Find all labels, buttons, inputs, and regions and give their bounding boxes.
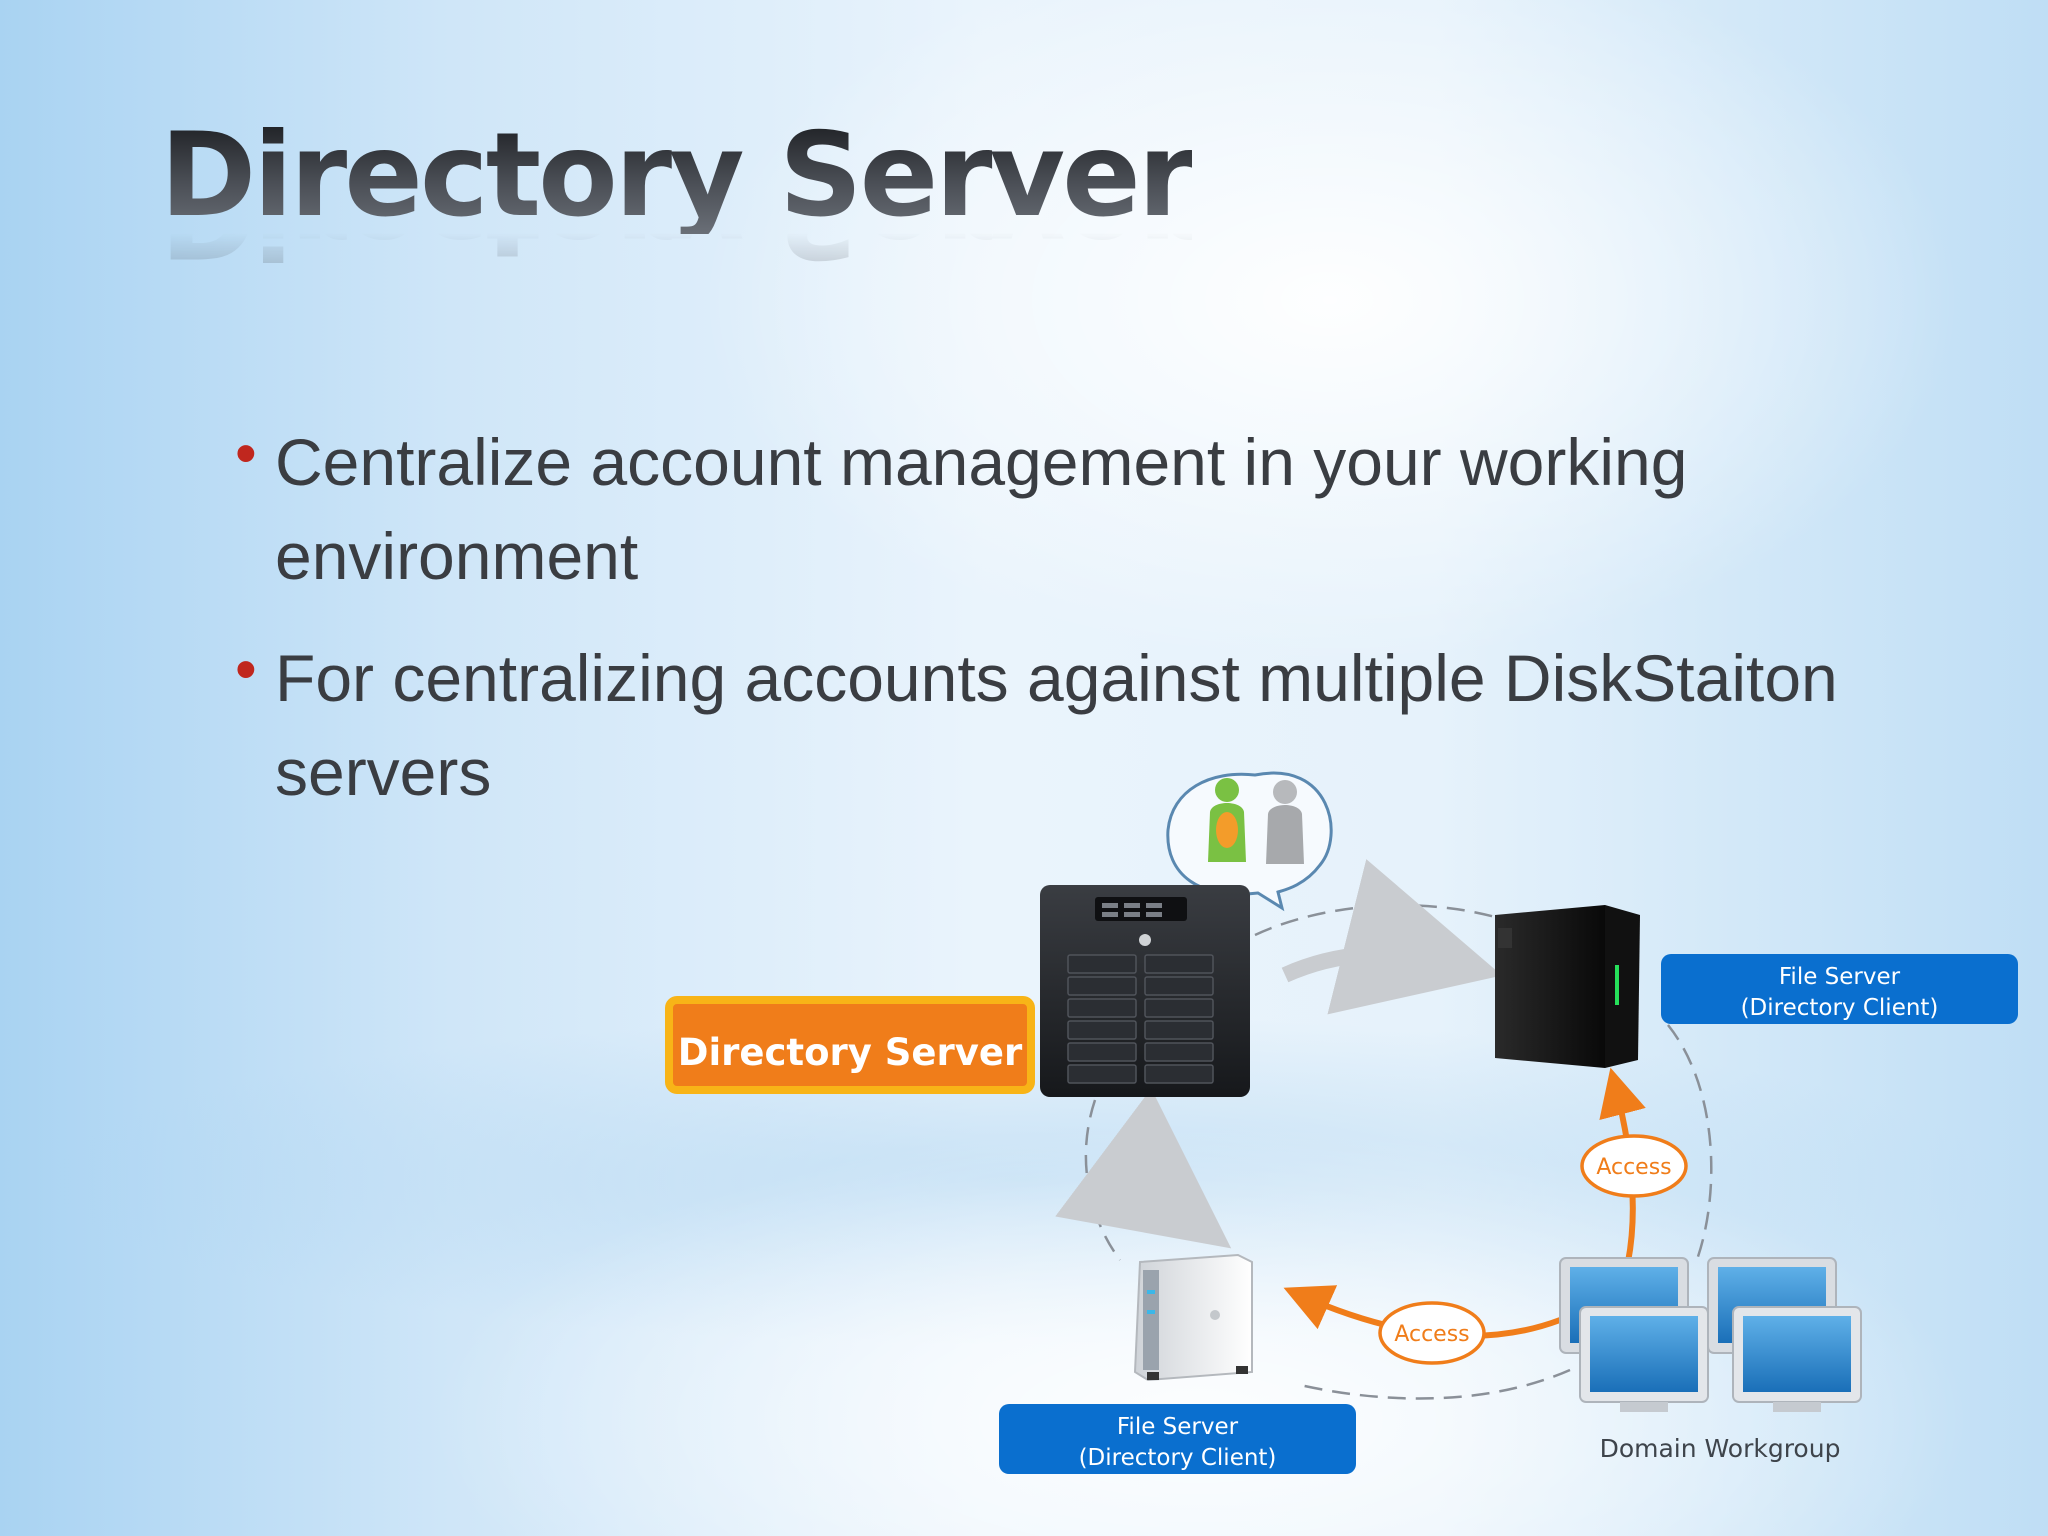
access-label: Access xyxy=(1596,1155,1671,1180)
nas-tower-icon xyxy=(1040,885,1250,1097)
bullet-dot-icon: • xyxy=(235,635,257,704)
sync-arrow-right xyxy=(1281,859,1503,1015)
access-badge: Access xyxy=(1378,1301,1486,1365)
file-server-label-top: File Server (Directory Client) xyxy=(1661,954,2018,1024)
file-server-title: File Server xyxy=(1116,1414,1239,1440)
access-badge: Access xyxy=(1580,1134,1688,1198)
small-nas-icon xyxy=(1133,1253,1253,1382)
file-server-role: (Directory Client) xyxy=(1740,995,1939,1021)
bullet-text: Centralize account management in your wo… xyxy=(275,425,1688,593)
file-server-label-bottom: File Server (Directory Client) xyxy=(999,1404,1356,1474)
monitors-icon xyxy=(1559,1257,1862,1412)
users-bubble-icon xyxy=(1166,771,1333,912)
bullet-dot-icon: • xyxy=(235,419,257,488)
bullet-item: • For centralizing accounts against mult… xyxy=(235,631,1875,819)
bullet-text: For centralizing accounts against multip… xyxy=(275,641,1838,809)
directory-server-label: Directory Server xyxy=(665,996,1035,1094)
domain-workgroup-label: Domain Workgroup xyxy=(1599,1434,1841,1463)
file-server-role: (Directory Client) xyxy=(1078,1445,1277,1471)
slide-title: Directory Server xyxy=(160,108,1195,243)
tower-server-icon xyxy=(1495,905,1640,1068)
title-block: Directory Server Directory Server xyxy=(160,108,1195,273)
access-label: Access xyxy=(1394,1322,1469,1347)
sync-arrow-down xyxy=(1055,1088,1232,1249)
bullet-item: • Centralize account management in your … xyxy=(235,415,1875,603)
bullet-list: • Centralize account management in your … xyxy=(235,415,1875,847)
file-server-title: File Server xyxy=(1778,964,1901,990)
